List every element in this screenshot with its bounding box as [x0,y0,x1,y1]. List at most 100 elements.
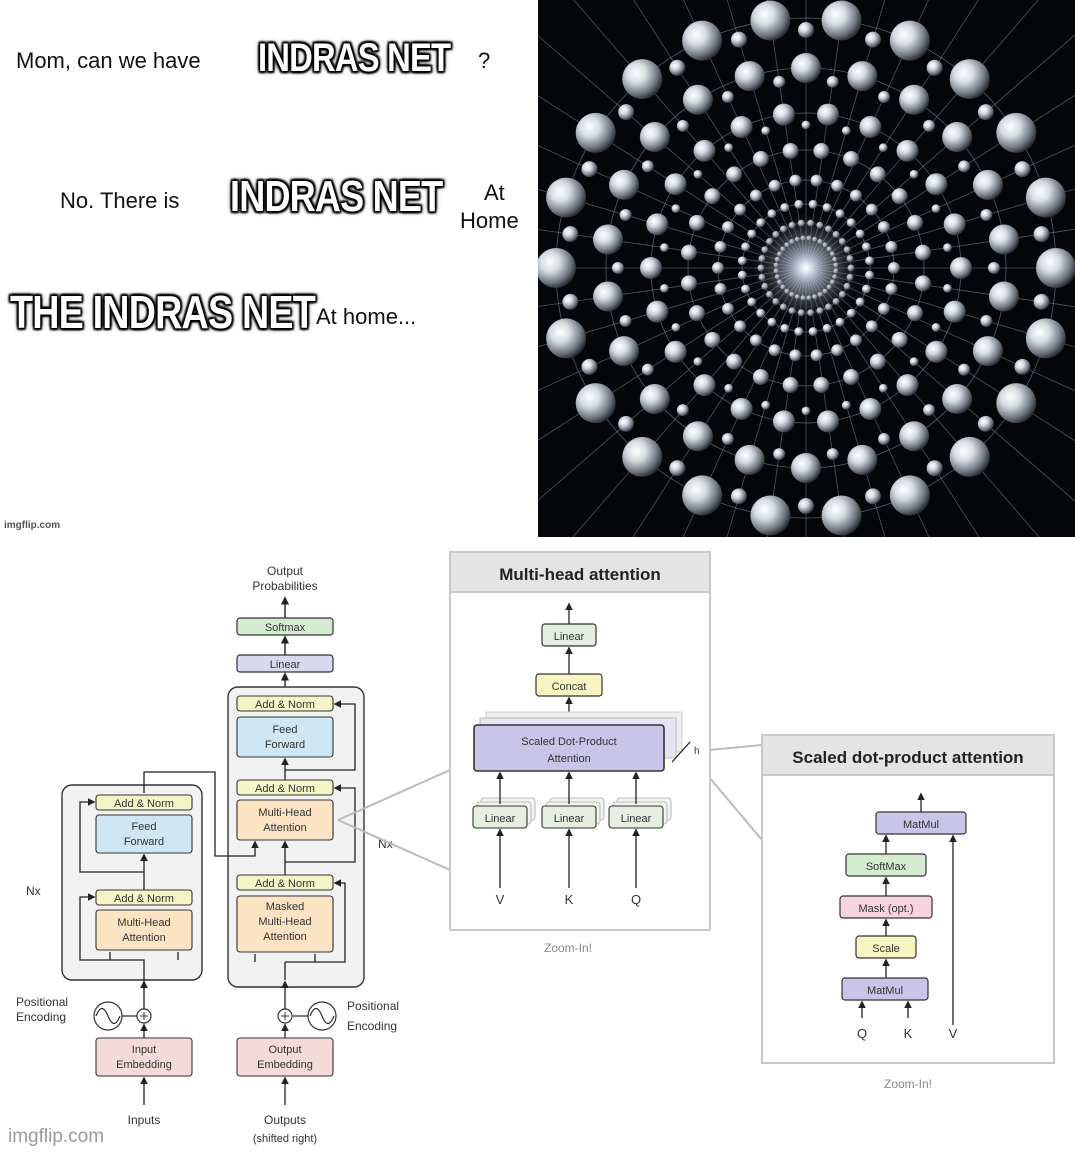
jewel-sphere-small [798,22,814,38]
jewel-sphere-small [977,415,994,432]
jewel-sphere-small [943,283,952,293]
jewel-sphere [899,421,930,452]
jewel-sphere-small [660,243,669,253]
input-emb-2: Embedding [116,1059,172,1071]
jewel-sphere [996,383,1037,424]
jewel-sphere-small [724,383,734,393]
jewel-sphere-small [671,204,681,213]
jewel-sphere [622,436,663,477]
jewel-sphere [855,229,865,239]
jewel-sphere [682,20,723,61]
jewel-sphere-small [1014,358,1031,375]
jewel-sphere [609,336,640,367]
jewel-sphere [791,53,821,83]
jewel-sphere [943,300,966,323]
jewel-sphere-small [977,104,994,121]
jewel-sphere [546,177,587,218]
row3-suffix: At home... [316,304,417,329]
jewel-sphere-small [841,126,851,136]
sdpa-label-2: Attention [547,753,590,765]
jewel-sphere [877,221,890,234]
inputs-label: Inputs [128,1113,161,1127]
jewel-sphere [896,139,919,162]
jewel-sphere [988,281,1019,312]
jewel-sphere [891,188,908,205]
mh-linear-block [541,623,597,647]
row1-suffix: ? [478,48,491,73]
linear-label: Linear [270,659,301,671]
jewel-sphere [859,116,882,139]
ff-label-1: Feed [131,821,156,833]
sdpa-label-1: Scaled Dot-Product [521,736,616,748]
sd-q-label: Q [857,1026,867,1041]
jewel-sphere [768,179,781,192]
jewel-sphere [593,281,624,312]
row2-suffix-line2: Home [460,208,519,233]
row1-highlight: INDRAS NET [258,36,451,80]
jewel-sphere-small [878,90,891,103]
jewel-sphere [747,297,757,307]
jewel-sphere [789,349,802,362]
jewel-sphere [925,173,948,196]
jewel-sphere [859,397,882,420]
jewel-sphere-small [878,383,888,393]
jewel-sphere [681,275,698,292]
jewel-sphere [750,334,763,347]
jewel-sphere [831,344,844,357]
jewel-sphere [646,300,669,323]
jewel-sphere [704,331,721,348]
jewel-sphere [639,122,670,153]
jewel-sphere-small [878,433,891,446]
jewel-sphere [730,397,753,420]
jewel-sphere-small [581,358,598,375]
jewel-sphere-small [730,31,747,48]
row3-highlight: THE INDRAS NET [10,286,316,338]
softmax-block: Softmax [236,617,334,636]
input-embedding: Input Embedding [95,1037,193,1077]
jewel-sphere-small [923,119,936,132]
sd-scale-label: Scale [872,943,900,955]
mh-k-label: K [565,892,574,907]
output-emb-1: Output [268,1044,301,1056]
jewel-sphere-small [958,160,971,173]
jewel-sphere [1025,318,1066,359]
encoder-nx: Nx [26,884,41,898]
decoder-addnorm-1: Add & Norm [236,874,334,891]
jewel-sphere [808,199,818,209]
encoder-addnorm-2: Add & Norm [95,794,193,811]
decoder-feed-forward: Feed Forward [236,716,334,758]
output-prob-line1: Output [267,564,304,578]
jewel-sphere [865,270,875,280]
zoom-in-label-2: Zoom-In! [884,1077,932,1091]
jewel-sphere-small [619,314,632,327]
outputs-label-1: Outputs [264,1113,306,1127]
pos-enc-right-2: Encoding [347,1019,397,1033]
jewel-sphere [835,317,845,327]
jewel-sphere [949,436,990,477]
jewel-sphere-small [761,400,771,410]
sd-mask-block [839,895,933,919]
jewel-sphere [794,199,804,209]
sd-scale-block [855,935,917,959]
jewel-sphere [810,349,823,362]
ff-label-2: Forward [124,836,164,848]
mh-linear-small-label: Linear [485,813,516,825]
jewel-sphere [869,353,886,370]
jewel-sphere [861,284,871,294]
encoder-addnorm-1: Add & Norm [95,889,193,906]
mha-label-2: Attention [122,932,165,944]
mh-linear-small-label: Linear [554,813,585,825]
jewel-sphere [734,61,765,92]
addnorm-label: Add & Norm [114,893,174,905]
jewel-sphere [664,340,687,363]
jewel-sphere [780,323,790,333]
jewel-sphere [752,150,769,167]
encoder-self-attention: Multi-Head Attention [95,909,193,951]
jewel-sphere [538,248,576,288]
decoder-addnorm-2: Add & Norm [236,779,334,796]
watermark-small: imgflip.com [4,520,61,531]
pos-enc-left-2: Encoding [16,1010,66,1024]
jewel-sphere [907,305,924,322]
sd-mask-label: Mask (opt.) [858,903,913,915]
jewel-sphere [808,327,818,337]
